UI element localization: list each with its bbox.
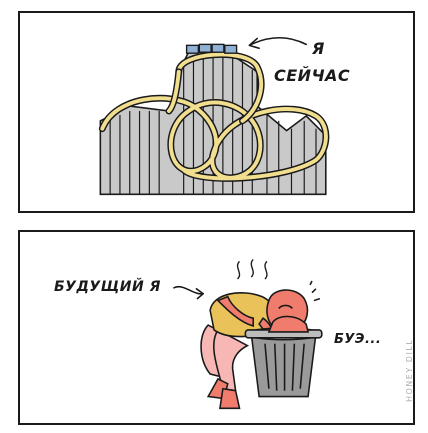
roller-coaster-illustration: [98, 37, 330, 196]
stink-lines: [236, 258, 268, 280]
coaster-cart: [185, 43, 238, 54]
caption-now-line2: СЕЙЧАС: [274, 66, 351, 85]
person-legs: [200, 324, 250, 410]
sick-person-illustration: [173, 258, 323, 410]
coaster-track: [98, 51, 330, 182]
caption-future-me: БУДУЩИЙ Я: [54, 279, 161, 295]
pointer-arrow: [248, 37, 307, 50]
artist-signature: HONEY DILL: [405, 338, 414, 402]
caption-now-line1: Я: [312, 39, 325, 58]
comic-panel-1: Я СЕЙЧАС: [18, 11, 415, 213]
person-head: [266, 280, 321, 333]
pointer-arrow: [173, 285, 205, 300]
garbage-bin: [244, 327, 323, 398]
vomit-sound-text: БУЭ...: [334, 332, 382, 347]
comic-panel-2: БУДУЩИЙ Я БУЭ...: [18, 230, 415, 425]
